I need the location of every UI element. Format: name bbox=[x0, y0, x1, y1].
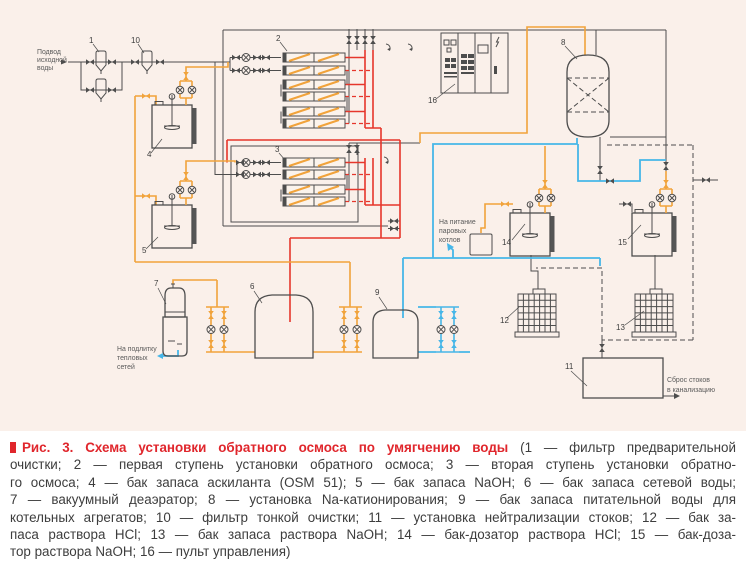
caption-marker-icon bbox=[10, 442, 16, 453]
pump-bank-right bbox=[338, 306, 363, 353]
lightning-icon bbox=[495, 36, 500, 48]
text-annotations: Подвод исходной воды На питание паровых … bbox=[37, 49, 715, 394]
label-3: 3 bbox=[275, 145, 280, 154]
caption-line-6: паса раствора HCl; 13 — бак запаса раств… bbox=[10, 527, 736, 543]
caption-line-1: Рис. 3. Схема установки обратного осмоса… bbox=[10, 439, 736, 456]
pump-bank-feedwater bbox=[435, 306, 460, 353]
figure-title: Рис. 3. Схема установки обратного осмоса… bbox=[22, 440, 509, 455]
steam-label-2: паровых bbox=[439, 228, 467, 235]
caption-line-5: котельных агрегатов; 10 — фильтр тонкой … bbox=[10, 509, 736, 525]
tank-14-hcl-doser bbox=[509, 201, 556, 257]
caption-line-2: очистки; 2 — первая ступень установки об… bbox=[10, 457, 736, 473]
label-16: 16 bbox=[428, 96, 437, 105]
sewer-label-2: в канализацию bbox=[667, 387, 715, 394]
dashed-boundary bbox=[536, 144, 694, 341]
tank-14-dosing-pumps bbox=[534, 178, 556, 214]
feed-pumps bbox=[241, 53, 251, 179]
control-panel-16 bbox=[440, 32, 509, 94]
label-7: 7 bbox=[154, 279, 159, 288]
tank-5-naoh bbox=[151, 193, 198, 249]
pump-bank-left bbox=[205, 306, 230, 353]
tank-12-hcl-storage bbox=[514, 288, 560, 338]
heat-label-1: На подлитку bbox=[117, 346, 157, 353]
heat-label-3: сетей bbox=[117, 363, 135, 371]
label-12: 12 bbox=[500, 316, 509, 325]
steam-label-3: котлов bbox=[439, 237, 461, 244]
tank-15-naoh-doser bbox=[631, 201, 678, 257]
diagram-svg: 1 10 2 3 4 5 6 7 8 9 11 12 13 14 15 16 П… bbox=[37, 26, 718, 399]
label-leaders bbox=[92, 41, 645, 387]
label-13: 13 bbox=[616, 323, 625, 332]
tank-13-naoh-storage bbox=[631, 288, 677, 338]
label-10: 10 bbox=[131, 36, 140, 45]
deaerator-7 bbox=[162, 283, 188, 357]
inlet-arrow-icon bbox=[61, 59, 67, 65]
ro-stage1-membranes bbox=[282, 52, 346, 129]
label-15: 15 bbox=[618, 238, 627, 247]
ro-stage2-membranes bbox=[282, 157, 346, 207]
label-6: 6 bbox=[250, 282, 255, 291]
label-11: 11 bbox=[565, 362, 574, 371]
tank15-inlet-line bbox=[619, 203, 633, 212]
na-cation-column-8 bbox=[566, 54, 610, 138]
label-2: 2 bbox=[276, 34, 281, 43]
caption-line-3: го осмоса; 4 — бак запаса аскиланта (OSM… bbox=[10, 474, 736, 490]
figure-caption: Рис. 3. Схема установки обратного осмоса… bbox=[0, 431, 746, 561]
inlet-label-3: воды bbox=[37, 65, 53, 72]
equipment-numbers: 1 10 2 3 4 5 6 7 8 9 11 12 13 14 15 16 bbox=[89, 34, 627, 371]
tank-4-antiscalant bbox=[151, 93, 198, 149]
tank-4-dosing-pumps bbox=[175, 70, 197, 106]
boiler-feed-small-tank bbox=[469, 233, 493, 256]
neutralization-unit-11 bbox=[582, 357, 680, 399]
caption-line-7: тор раствора NaOH; 16 — пульт управления… bbox=[10, 544, 291, 560]
red-piping bbox=[226, 50, 401, 322]
steam-label-1: На питание bbox=[439, 219, 476, 226]
blue-piping bbox=[160, 138, 666, 357]
tank-15-dosing-pumps bbox=[655, 178, 677, 214]
tank-5-dosing-pumps bbox=[175, 170, 197, 206]
label-8: 8 bbox=[561, 38, 566, 47]
drain-hooks bbox=[383, 43, 413, 165]
label-1: 1 bbox=[89, 36, 94, 45]
process-diagram: 1 10 2 3 4 5 6 7 8 9 11 12 13 14 15 16 П… bbox=[0, 0, 746, 431]
label-14: 14 bbox=[502, 238, 511, 247]
label-4: 4 bbox=[147, 150, 152, 159]
inlet-label-2: исходной bbox=[37, 56, 67, 64]
tank-9-feedwater bbox=[372, 309, 419, 359]
heat-label-2: тепловых bbox=[117, 355, 148, 362]
heat-arrow-icon bbox=[157, 353, 163, 359]
sewer-label-1: Сброс стоков bbox=[667, 376, 710, 384]
inlet-label-1: Подвод bbox=[37, 49, 61, 56]
label-9: 9 bbox=[375, 288, 380, 297]
tank-6-network-water bbox=[254, 294, 314, 359]
caption-line-4: 7 — вакуумный деаэратор; 8 — установка N… bbox=[10, 492, 736, 508]
sewer-arrow-icon bbox=[674, 393, 680, 399]
steam-arrow-icon bbox=[447, 243, 454, 251]
label-5: 5 bbox=[142, 246, 147, 255]
caption-line1-rest: (1 — фильтр предварительной bbox=[520, 440, 736, 455]
